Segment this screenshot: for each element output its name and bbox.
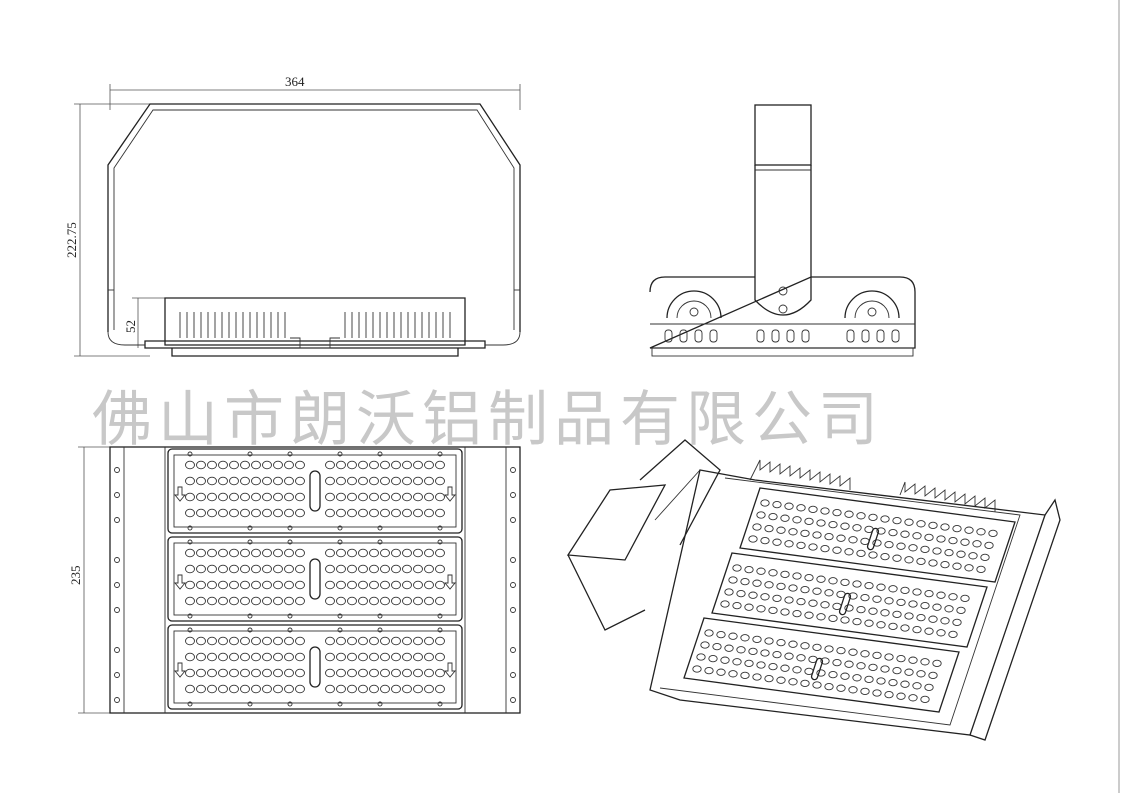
led-module-3	[167, 624, 463, 710]
top-view: 235	[68, 446, 521, 714]
front-fins-left	[179, 312, 286, 338]
side-view	[649, 104, 916, 357]
led-module-2	[167, 536, 463, 622]
iso-module-2	[711, 552, 988, 648]
dim-height-222-75: 222.75	[64, 222, 79, 258]
led-module-1	[167, 448, 463, 534]
company-watermark: 佛山市朗沃铝制品有限公司	[92, 385, 884, 455]
dim-base-52: 52	[123, 320, 138, 333]
top-side-screws	[114, 467, 516, 703]
iso-fins	[749, 459, 996, 512]
top-led-modules	[167, 448, 463, 710]
isometric-view	[566, 439, 1061, 741]
front-view: 364 222.75 52	[64, 74, 521, 357]
dim-width-364: 364	[285, 74, 305, 89]
iso-led-modules	[683, 487, 1016, 713]
side-bolts	[664, 329, 900, 343]
iso-module-1	[739, 487, 1016, 583]
front-fins-right	[344, 312, 451, 338]
iso-module-3	[683, 617, 960, 713]
window-edge	[1118, 0, 1120, 793]
dim-depth-235: 235	[68, 566, 83, 586]
